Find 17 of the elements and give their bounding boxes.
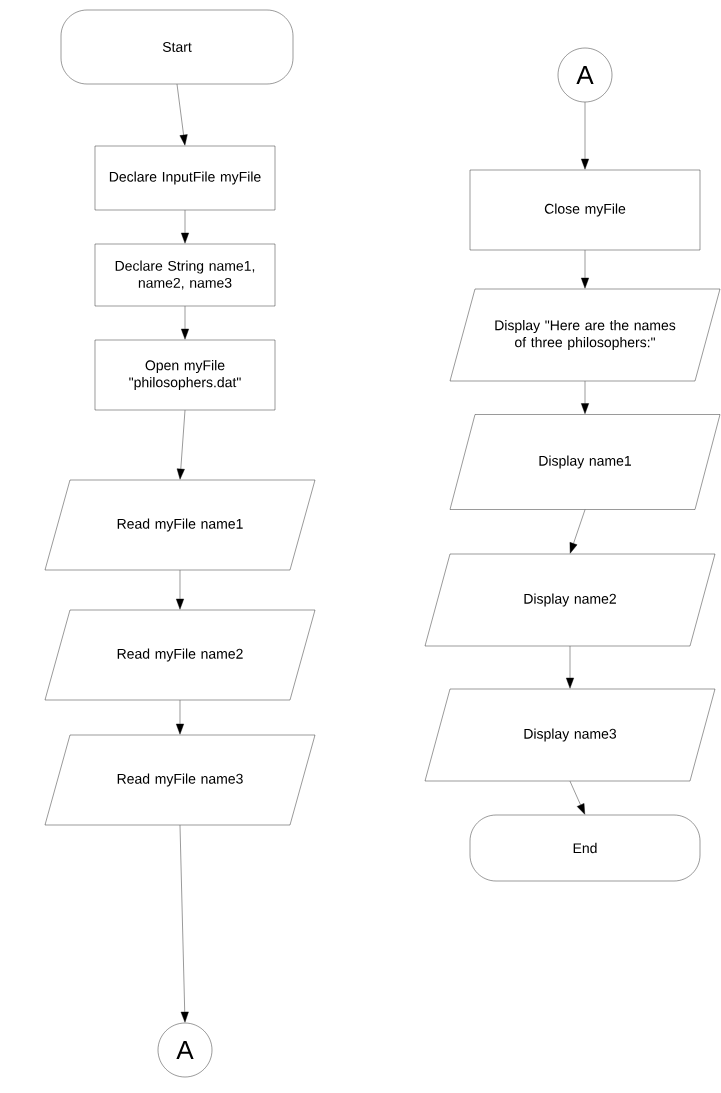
arrow — [581, 381, 589, 414]
arrow — [176, 410, 186, 480]
arrow — [176, 700, 184, 735]
process-box: Declare InputFile myFile — [94, 145, 276, 211]
process-box: Close myFile — [469, 169, 701, 251]
arrow — [566, 646, 574, 689]
arrow — [581, 102, 589, 170]
arrow — [181, 210, 189, 244]
process-box: Open myFile "philosophers.dat" — [94, 339, 276, 411]
arrow — [176, 570, 184, 610]
arrow — [176, 84, 188, 146]
process-box: Declare String name1, name2, name3 — [94, 243, 276, 307]
arrow — [179, 825, 189, 1023]
arrow — [181, 306, 189, 340]
arrow — [569, 781, 585, 815]
arrow — [569, 509, 586, 554]
arrow — [581, 250, 589, 289]
